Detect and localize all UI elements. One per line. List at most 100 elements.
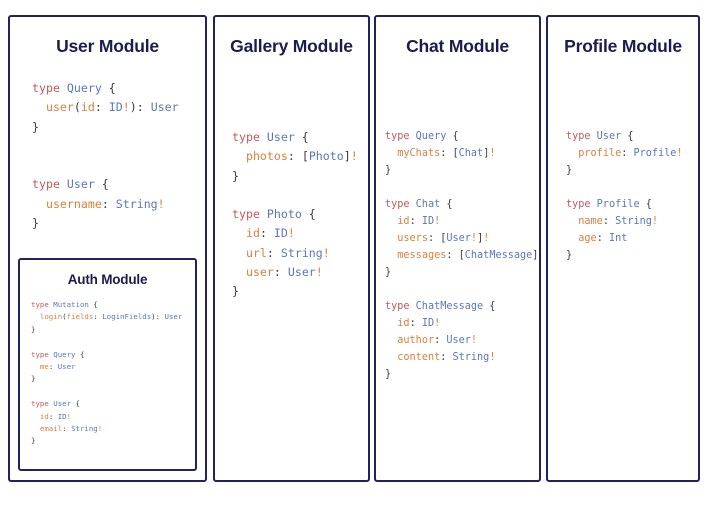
code-token-tn: ChatMessage (415, 301, 484, 312)
code-token-pn: { (71, 399, 80, 409)
module-title-chat: Chat Module (406, 36, 509, 56)
code-token-bang: ! (97, 424, 103, 434)
code-token-pn: : (266, 245, 281, 260)
code-token-tn: Photo (266, 207, 302, 222)
code-line: type Photo { (232, 207, 316, 221)
code-token-bang: ! (287, 226, 295, 241)
code-token-ty: String (452, 352, 490, 363)
code-line: } (385, 267, 391, 278)
code-token-fld: url (245, 245, 267, 260)
code-token-pn: : (48, 411, 58, 421)
code-token-tn: User (53, 399, 72, 409)
code-token-pn: } (385, 165, 392, 176)
code-token-fld: login (39, 312, 63, 322)
code-line: type ChatMessage { (385, 301, 495, 312)
code-line (32, 158, 39, 172)
code-line: id: ID! (385, 318, 440, 329)
code-line: type User { (566, 131, 634, 142)
code-line: } (566, 250, 572, 261)
code-token-bang: ! (157, 196, 165, 211)
module-title-gallery: Gallery Module (230, 36, 353, 56)
code-token-fld: me (39, 362, 49, 372)
code-token-bang: ! (470, 233, 478, 244)
code-token-pn: : (427, 233, 441, 244)
code-token-bang: ! (315, 265, 323, 280)
code-token-ty: User (446, 335, 471, 346)
code-token-pn: : (440, 352, 453, 363)
code-token-pn: } (566, 250, 573, 261)
module-title-auth: Auth Module (67, 272, 148, 287)
code-token-pn (232, 265, 246, 279)
code-token-pn: ) (129, 100, 137, 115)
code-token-pn: : (596, 233, 609, 244)
code-token-pn: ) (151, 312, 156, 322)
code-token-bang: ! (538, 250, 539, 261)
code-line: } (385, 165, 391, 176)
code-token-ty: String (280, 245, 323, 260)
code-token-pn: [ (452, 148, 459, 159)
code-token-fld: user (245, 265, 274, 280)
code-token-tn: Chat (415, 199, 441, 210)
code-token-fld: content (397, 352, 441, 363)
code-token-kw: type (566, 131, 597, 142)
code-token-pn: } (566, 165, 573, 176)
module-card-chat[interactable]: Chat Module type Query { myChats: [Chat]… (374, 15, 541, 482)
code-token-ty: ChatMessage (464, 250, 533, 261)
module-card-profile[interactable]: Profile Module type User { profile: Prof… (546, 15, 700, 482)
code-token-fld: fields (66, 312, 94, 322)
schema-code-auth: type Mutation { login(fields: LoginField… (31, 299, 195, 448)
code-line (31, 387, 35, 396)
code-token-pn: } (232, 168, 239, 183)
code-token-pn: : (94, 100, 109, 115)
code-token-pn: ] (343, 149, 351, 164)
code-token-bang: ! (470, 335, 478, 346)
code-token-fld: email (39, 424, 63, 434)
code-token-pn: : (155, 312, 165, 322)
code-line: } (232, 284, 239, 298)
code-token-ty: ID (273, 226, 288, 241)
module-card-gallery[interactable]: Gallery Module type User { photos: [Phot… (213, 15, 370, 482)
code-token-pn (232, 226, 246, 240)
code-line: url: String! (232, 246, 330, 260)
code-line (566, 182, 572, 193)
code-token-kw: type (232, 207, 267, 222)
code-token-tn: Query (66, 81, 102, 95)
code-token-pn: : (446, 250, 459, 261)
code-token-bang: ! (489, 352, 496, 363)
module-card-user[interactable]: User Module type Query { user(id: ID!): … (8, 15, 207, 482)
code-line (385, 284, 391, 295)
code-token-pn: : (93, 312, 103, 322)
code-token-pn: } (31, 374, 36, 384)
code-token-pn (232, 149, 246, 163)
code-token-kw: type (32, 81, 67, 95)
code-token-fld: name (578, 216, 603, 227)
code-line: type Profile { (566, 199, 652, 210)
code-token-pn: ] (477, 233, 484, 244)
code-token-pn: { (440, 199, 453, 210)
code-line: } (32, 120, 39, 134)
code-token-ty: LoginFields (102, 312, 152, 322)
code-line: type Query { (385, 131, 459, 142)
code-token-pn (31, 412, 40, 421)
code-token-bang: ! (489, 148, 496, 159)
code-token-pn: ( (73, 100, 81, 115)
code-line: } (232, 169, 239, 183)
code-token-fld: id (80, 100, 95, 115)
code-line: profile: Profile! (566, 148, 682, 159)
code-line: type User { (32, 177, 109, 191)
code-token-ty: Chat (458, 148, 484, 159)
code-token-pn: ] (532, 250, 539, 261)
code-line (31, 337, 35, 346)
code-token-pn: { (301, 207, 316, 222)
code-line: type User { (232, 130, 309, 144)
code-token-pn (385, 148, 397, 159)
code-token-fld: messages (397, 250, 447, 261)
code-token-pn (566, 233, 578, 244)
code-token-pn: } (385, 369, 392, 380)
code-token-kw: type (566, 199, 597, 210)
module-card-auth[interactable]: Auth Module type Mutation { login(fields… (18, 258, 197, 471)
code-token-pn (385, 318, 397, 329)
code-token-ty: User (446, 233, 471, 244)
code-token-fld: age (578, 233, 597, 244)
